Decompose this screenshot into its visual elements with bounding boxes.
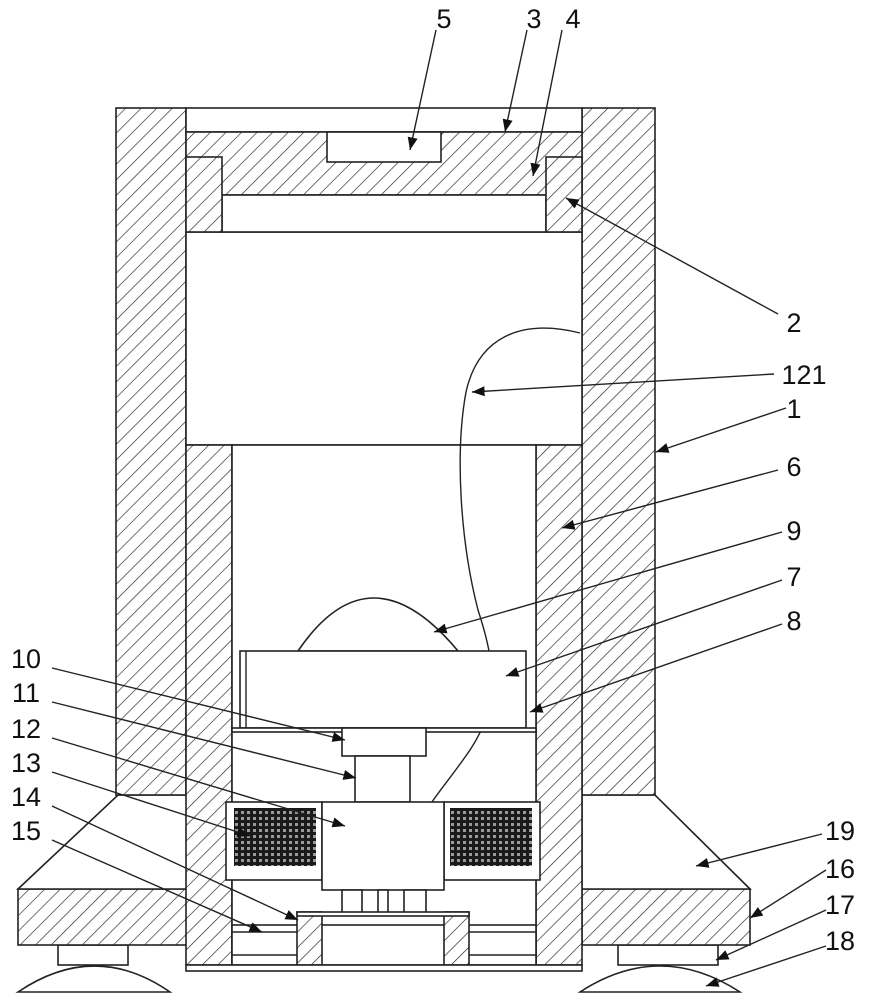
left-coil-winding [234,808,316,866]
leader-3 [502,29,528,133]
right-foot-stem [617,944,719,966]
dome [296,597,460,652]
left-base-plate [17,888,189,946]
right-suction-foot [577,965,743,993]
bottom-cup-top-bar [296,911,470,917]
outer-housing-left-wall [115,107,187,796]
label-10: 10 [11,644,41,674]
label-6: 6 [786,452,801,482]
leader-7 [505,579,783,677]
label-18: 18 [825,926,855,956]
leader-14 [51,805,299,921]
label-7: 7 [786,562,801,592]
leader-9 [433,531,783,634]
top-recess [326,131,442,163]
flexible-cable [431,327,581,803]
leader-121 [471,373,775,397]
label-14: 14 [11,782,41,812]
leader-16 [749,869,827,919]
label-16: 16 [825,854,855,884]
label-4: 4 [565,4,580,34]
label-2: 2 [786,308,801,338]
right-base-plate [581,888,751,946]
piston-block [239,650,527,729]
leader-11 [51,701,357,780]
upper-chamber [185,231,583,446]
leader-13 [51,771,251,837]
inner-right-wall [535,444,583,966]
label-19: 19 [825,816,855,846]
motor-body [321,801,445,891]
leader-4 [530,29,563,177]
leader-8 [529,623,783,713]
left-side-block [185,156,223,233]
top-lower-cavity [221,194,547,233]
leader-18 [705,945,827,987]
outer-housing-top-strip [185,107,583,133]
label-3: 3 [526,4,541,34]
left-foot-stem [57,944,129,966]
label-1: 1 [786,394,801,424]
inner-left-wall [185,444,233,966]
label-15: 15 [11,816,41,846]
label-5: 5 [436,4,451,34]
leader-12 [51,737,346,828]
right-coil-winding [450,808,532,866]
bottom-cup [231,924,537,966]
base-floor [185,964,583,972]
right-side-block [545,156,583,233]
leader-1 [655,407,787,453]
outer-housing-right-wall [581,107,656,796]
label-13: 13 [11,748,41,778]
bottom-cup-right-wall [443,911,470,966]
left-support-skirt [15,794,189,890]
leader-2 [565,197,779,315]
left-suction-foot [15,965,173,993]
label-11: 11 [12,678,40,708]
leader-15 [51,839,263,933]
coupling [341,727,427,757]
leader-10 [51,667,346,742]
leader-6 [561,469,779,530]
label-121: 121 [781,360,826,390]
motor-pin-left [341,889,363,915]
leader-17 [715,909,827,961]
label-12: 12 [11,714,41,744]
bottom-cup-left-wall [296,911,323,966]
label-8: 8 [786,606,801,636]
drive-shaft [354,755,411,803]
motor-pin-right [403,889,427,915]
right-support-skirt [581,794,752,890]
label-17: 17 [825,890,855,920]
motor-pin-middle [377,889,389,915]
label-9: 9 [786,516,801,546]
leader-5 [407,29,437,151]
leader-19 [695,833,823,868]
